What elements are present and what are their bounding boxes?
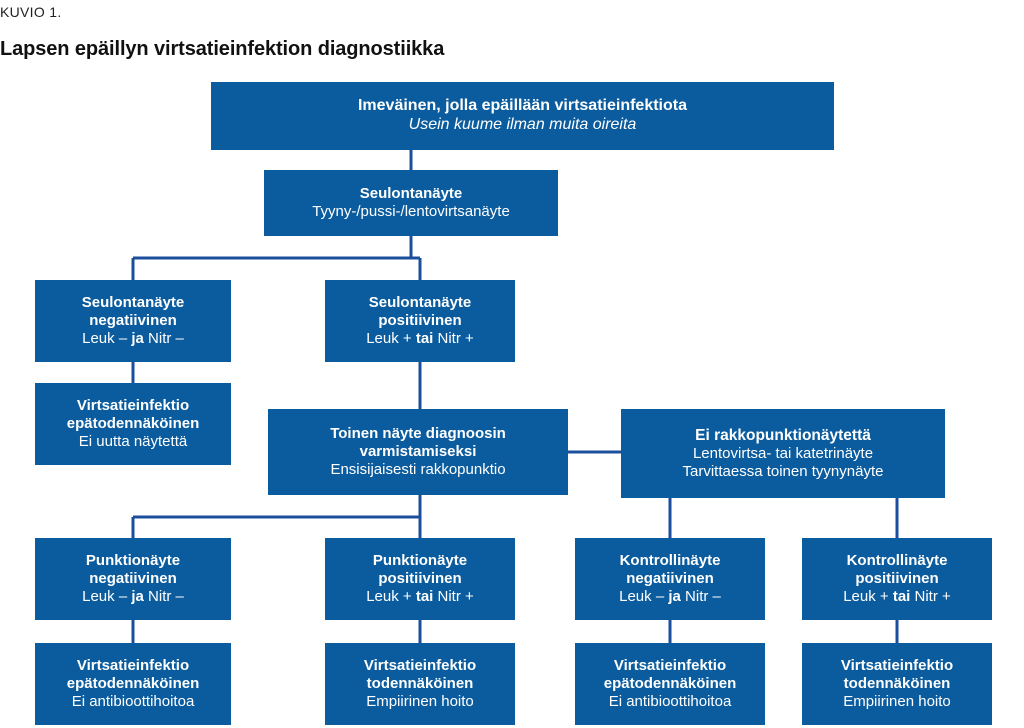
node-virtsatieinfektio-epatodennakoinen-1[interactable]: Virtsatieinfektio epätodennäköinen Ei uu…	[35, 383, 231, 465]
node-title-line1: Virtsatieinfektio	[613, 657, 727, 675]
node-title: Seulontanäyte	[359, 185, 463, 203]
node-seulontanayte[interactable]: Seulontanäyte Tyyny-/pussi-/lentovirtsan…	[264, 170, 558, 236]
node-toinen-nayte[interactable]: Toinen näyte diagnoosin varmistamiseksi …	[268, 409, 568, 495]
node-punktionayte-negatiivinen[interactable]: Punktionäyte negatiivinen Leuk – ja Nitr…	[35, 538, 231, 620]
node-seulontanayte-positiivinen[interactable]: Seulontanäyte positiivinen Leuk + tai Ni…	[325, 280, 515, 362]
node-subtitle: Usein kuume ilman muita oireita	[408, 116, 637, 133]
node-criteria: Leuk – ja Nitr –	[82, 587, 184, 605]
node-criteria: Leuk + tai Nitr +	[366, 587, 474, 605]
node-result-todennakoinen-1[interactable]: Virtsatieinfektio todennäköinen Empiirin…	[325, 643, 515, 725]
node-subtitle-line2: Tarvittaessa toinen tyynynäyte	[682, 462, 884, 480]
node-action: Ei antibioottihoitoa	[71, 692, 195, 710]
node-title-line1: Seulontanäyte	[81, 294, 185, 312]
node-title-line2: negatiivinen	[89, 312, 177, 330]
node-title: Ei rakkopunktionäytettä	[695, 426, 871, 444]
node-result-todennakoinen-2[interactable]: Virtsatieinfektio todennäköinen Empiirin…	[802, 643, 992, 725]
node-result-epatodennakoinen-2[interactable]: Virtsatieinfektio epätodennäköinen Ei an…	[575, 643, 765, 725]
node-ei-rakkopunktionaytetta[interactable]: Ei rakkopunktionäytettä Lentovirtsa- tai…	[621, 409, 945, 498]
node-title-line1: Toinen näyte diagnoosin	[330, 425, 506, 443]
node-kontrollinayte-negatiivinen[interactable]: Kontrollinäyte negatiivinen Leuk – ja Ni…	[575, 538, 765, 620]
node-title-line1: Punktionäyte	[85, 552, 181, 570]
node-title-line1: Virtsatieinfektio	[76, 657, 190, 675]
node-title-line2: todennäköinen	[366, 675, 474, 693]
node-kontrollinayte-positiivinen[interactable]: Kontrollinäyte positiivinen Leuk + tai N…	[802, 538, 992, 620]
node-title-line2: epätodennäköinen	[66, 415, 200, 433]
node-action: Ensisijaisesti rakkopunktio	[330, 460, 506, 478]
node-title-line2: negatiivinen	[89, 570, 177, 588]
node-title-line1: Virtsatieinfektio	[363, 657, 477, 675]
node-result-epatodennakoinen-1[interactable]: Virtsatieinfektio epätodennäköinen Ei an…	[35, 643, 231, 725]
node-title-line1: Punktionäyte	[372, 552, 468, 570]
node-criteria: Leuk – ja Nitr –	[82, 329, 184, 347]
node-title: Imeväinen, jolla epäillään virtsatieinfe…	[357, 97, 687, 115]
node-subtitle: Tyyny-/pussi-/lentovirtsanäyte	[312, 203, 510, 220]
node-title-line1: Seulontanäyte	[368, 294, 472, 312]
node-punktionayte-positiivinen[interactable]: Punktionäyte positiivinen Leuk + tai Nit…	[325, 538, 515, 620]
node-title-line2: positiivinen	[855, 570, 939, 588]
figure-title: Lapsen epäillyn virtsatieinfektion diagn…	[0, 38, 445, 60]
node-title-line2: positiivinen	[378, 570, 462, 588]
edge-second-split	[131, 495, 422, 538]
node-criteria: Leuk + tai Nitr +	[843, 587, 951, 605]
node-title-line2: positiivinen	[378, 312, 462, 330]
node-action: Empiirinen hoito	[843, 692, 951, 710]
figure-kicker: KUVIO 1.	[0, 4, 62, 20]
node-title-line2: varmistamiseksi	[359, 443, 477, 461]
node-title-line2: negatiivinen	[626, 570, 714, 588]
node-action: Ei uutta näytettä	[78, 432, 188, 450]
node-criteria: Leuk + tai Nitr +	[366, 329, 474, 347]
node-title-line1: Kontrollinäyte	[846, 552, 948, 570]
node-criteria: Leuk – ja Nitr –	[619, 587, 721, 605]
node-title-line2: epätodennäköinen	[603, 675, 737, 693]
node-subtitle-line1: Lentovirtsa- tai katetrinäyte	[692, 444, 874, 462]
node-action: Ei antibioottihoitoa	[608, 692, 732, 710]
node-title-line1: Virtsatieinfektio	[840, 657, 954, 675]
node-action: Empiirinen hoito	[366, 692, 474, 710]
node-title-line2: todennäköinen	[843, 675, 951, 693]
node-imevainen[interactable]: Imeväinen, jolla epäillään virtsatieinfe…	[211, 82, 834, 150]
node-seulontanayte-negatiivinen[interactable]: Seulontanäyte negatiivinen Leuk – ja Nit…	[35, 280, 231, 362]
node-title-line2: epätodennäköinen	[66, 675, 200, 693]
edge-screen-split	[131, 236, 422, 280]
node-title-line1: Kontrollinäyte	[619, 552, 721, 570]
node-title-line1: Virtsatieinfektio	[76, 397, 190, 415]
